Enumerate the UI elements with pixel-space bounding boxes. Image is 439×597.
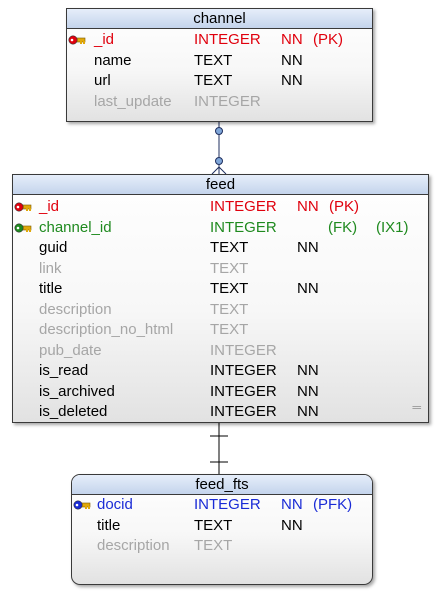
column-type: TEXT (194, 51, 233, 69)
column-row-is-deleted[interactable]: is_deleted INTEGER NN (13, 402, 428, 422)
column-row-title[interactable]: title TEXT NN (72, 516, 372, 536)
column-name: title (97, 516, 121, 534)
column-type: INTEGER (210, 382, 277, 400)
column-type: INTEGER (210, 341, 277, 359)
column-type: INTEGER (194, 31, 261, 48)
column-type: TEXT (194, 72, 233, 90)
column-name: channel_id (39, 218, 112, 236)
zero-circle-icon (215, 157, 223, 165)
not-null-flag: NN (297, 280, 319, 297)
not-null-flag: NN (297, 382, 319, 400)
column-type: TEXT (194, 537, 233, 555)
not-null-flag: NN (297, 403, 319, 420)
fk-flag: (FK) (328, 218, 358, 236)
column-name: docid (97, 496, 133, 513)
column-type: TEXT (210, 239, 249, 256)
key-gold-red-icon (14, 202, 32, 212)
column-name: _id (94, 31, 115, 48)
column-type: TEXT (194, 516, 233, 534)
column-row--id[interactable]: _id INTEGER NN (PK) (67, 30, 372, 50)
column-name: is_archived (39, 382, 115, 400)
key-gold-green-icon (14, 223, 32, 232)
column-type: INTEGER (210, 218, 277, 236)
column-name: url (94, 72, 111, 90)
table-title: channel (67, 9, 372, 29)
not-null-flag: NN (297, 198, 319, 215)
not-null-flag: NN (281, 72, 303, 90)
column-row-is-read[interactable]: is_read INTEGER NN (13, 361, 428, 381)
column-row-is-archived[interactable]: is_archived INTEGER NN (13, 382, 428, 402)
column-type: INTEGER (194, 92, 261, 110)
column-row-link[interactable]: link TEXT (13, 259, 428, 279)
key-flag: (PK) (313, 31, 343, 48)
not-null-flag: NN (297, 362, 319, 379)
column-name: is_read (39, 362, 89, 379)
column-row-description[interactable]: description TEXT (72, 536, 372, 556)
key-flag: (PK) (329, 198, 359, 215)
column-type: TEXT (210, 300, 249, 318)
column-name: description (39, 300, 112, 318)
column-row-docid[interactable]: docid INTEGER NN (PFK) (72, 495, 372, 515)
column-row-channel-id[interactable]: channel_id INTEGER (FK) (IX1) (13, 218, 428, 238)
column-name: guid (39, 239, 68, 256)
column-type: INTEGER (210, 362, 277, 379)
overflow-mark-icon: ═ (412, 400, 420, 414)
column-type: TEXT (210, 259, 249, 277)
feed-feedfts-relationship (210, 423, 228, 475)
column-name: description (97, 537, 170, 555)
column-type: TEXT (210, 280, 249, 297)
column-name: name (94, 51, 132, 69)
column-row-pub-date[interactable]: pub_date INTEGER (13, 341, 428, 361)
column-name: link (39, 259, 62, 277)
column-row--id[interactable]: _id INTEGER NN (PK) (13, 197, 428, 217)
not-null-flag: NN (281, 496, 303, 513)
column-type: INTEGER (210, 403, 277, 420)
column-name: description_no_html (39, 321, 174, 338)
column-row-url[interactable]: url TEXT NN (67, 71, 372, 91)
column-row-description[interactable]: description TEXT (13, 300, 428, 320)
table-title: feed_fts (72, 475, 372, 495)
column-type: TEXT (210, 321, 249, 338)
column-row-description-no-html[interactable]: description_no_html TEXT (13, 320, 428, 340)
key-gold-blue-icon (73, 500, 91, 510)
channel-feed-relationship (211, 122, 227, 175)
column-name: last_update (94, 92, 172, 110)
column-name: _id (39, 198, 60, 215)
column-row-title[interactable]: title TEXT NN (13, 279, 428, 299)
column-name: is_deleted (39, 403, 108, 420)
column-name: pub_date (39, 341, 102, 359)
not-null-flag: NN (281, 516, 303, 534)
column-row-last-update[interactable]: last_update INTEGER (67, 92, 372, 112)
not-null-flag: NN (297, 239, 319, 256)
column-name: title (39, 280, 63, 297)
not-null-flag: NN (281, 31, 303, 48)
column-type: INTEGER (210, 198, 277, 215)
key-flag: (PFK) (313, 496, 353, 513)
column-type: INTEGER (194, 496, 261, 513)
column-row-guid[interactable]: guid TEXT NN (13, 238, 428, 258)
key-gold-red-icon (68, 35, 86, 45)
not-null-flag: NN (281, 51, 303, 69)
column-row-name[interactable]: name TEXT NN (67, 51, 372, 71)
index-flag: (IX1) (376, 218, 409, 236)
zero-circle-icon (215, 127, 223, 135)
table-title: feed (13, 175, 428, 195)
